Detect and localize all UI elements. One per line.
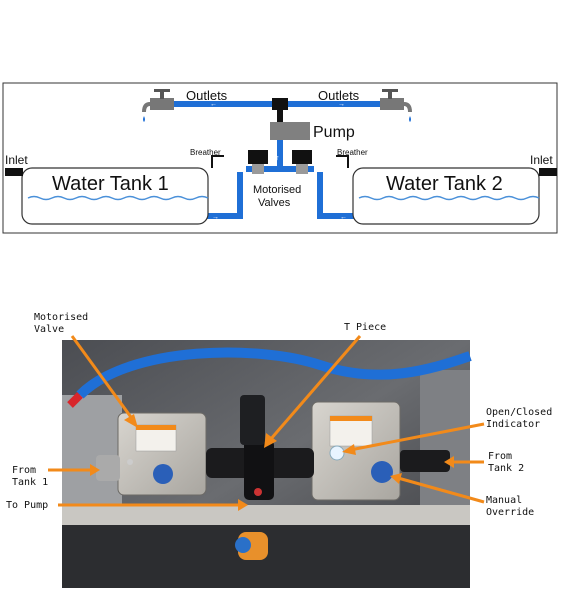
- annotation-manual-override-line2: Override: [486, 507, 534, 518]
- outlets-right-label: Outlets: [318, 88, 360, 103]
- outlets-left-label: Outlets: [186, 88, 228, 103]
- tap-left-icon: [142, 89, 174, 122]
- arrowhead-manual-override: [390, 473, 402, 484]
- top-tee-junction: [272, 98, 288, 110]
- annotation-from-tank1-line2: Tank 1: [12, 477, 48, 488]
- chassis-rail: [62, 505, 470, 525]
- open-closed-indicator-light: [329, 445, 345, 461]
- arrow-open-closed: [349, 422, 485, 452]
- annotation-open-closed-line2: Indicator: [486, 419, 540, 430]
- manual-override-knob-right: [371, 461, 393, 483]
- annotation-motorised-valve-line1: Motorised: [34, 312, 88, 323]
- arrowhead-from-tank1: [90, 464, 100, 476]
- arrow-t-piece: [268, 335, 362, 441]
- tee-stem: [277, 110, 283, 122]
- installation-photo: [62, 340, 472, 588]
- flow-arrow-right: →: [338, 101, 345, 108]
- tap-right-icon: [380, 89, 412, 122]
- left-bracket: [62, 395, 122, 505]
- annotation-open-closed-line1: Open/Closed: [486, 407, 552, 418]
- blue-cap: [235, 537, 251, 553]
- annotation-to-pump: To Pump: [6, 500, 48, 511]
- annotation-from-tank2-line2: Tank 2: [488, 463, 524, 474]
- annotation-from-tank2-line1: From: [488, 451, 512, 462]
- manual-override-knob-left: [153, 464, 173, 484]
- annotation-motorised-valve-line2: Valve: [34, 324, 64, 335]
- annotation-t-piece: T Piece: [344, 322, 386, 333]
- arrowhead-from-tank2: [444, 456, 454, 468]
- valves-label-line1: Motorised: [253, 184, 301, 196]
- breather-left-label: Breather: [190, 148, 221, 157]
- pipe-to-tank2: [317, 172, 354, 219]
- schematic-diagram: ← → Outlets Outlets Pump ↑: [2, 82, 558, 234]
- photo-annotations: Motorised Valve T Piece Open/Closed Indi…: [6, 312, 552, 518]
- pump-label: Pump: [313, 124, 355, 141]
- flow-arrow-up: ↑: [276, 155, 280, 162]
- pump-icon: [270, 122, 310, 140]
- t-piece-fitting: [206, 395, 314, 500]
- arrowhead-motorised-valve: [124, 414, 138, 428]
- arrow-motorised-valve: [70, 335, 135, 421]
- annotation-from-tank1-line1: From: [12, 465, 36, 476]
- arrow-manual-override: [397, 476, 485, 504]
- breather-left-pipe: [211, 155, 224, 168]
- right-bracket: [420, 370, 470, 505]
- arrowhead-to-pump: [238, 499, 248, 511]
- inlet-right-pipe: [539, 168, 557, 176]
- valves-label-line2: Valves: [258, 197, 291, 209]
- annotation-manual-override-line1: Manual: [486, 495, 522, 506]
- breather-right-label: Breather: [337, 148, 368, 157]
- pipe-to-tank1: [206, 172, 243, 219]
- motorised-valve-right: [311, 401, 401, 501]
- water-tank-1: Water Tank 1: [21, 167, 209, 225]
- arrow-tank1: →: [212, 214, 219, 221]
- motorised-valve-left: [117, 412, 207, 496]
- arrowhead-open-closed: [342, 444, 356, 455]
- tank-2-label: Water Tank 2: [386, 173, 503, 195]
- tank2-fitting: [400, 450, 450, 472]
- blue-hose: [76, 347, 472, 399]
- arrowhead-t-piece: [264, 433, 277, 448]
- inlet-left-label: Inlet: [5, 153, 28, 167]
- motorised-valve-right-icon: [292, 150, 312, 174]
- valve-manifold-pipe: [246, 166, 314, 172]
- inlet-right-label: Inlet: [530, 153, 553, 167]
- tank1-fitting: [96, 455, 120, 481]
- tank-1-label: Water Tank 1: [52, 173, 169, 195]
- hose-fitting-left: [67, 392, 83, 408]
- breather-right-pipe: [336, 155, 349, 168]
- water-tank-2: Water Tank 2: [352, 167, 540, 225]
- inlet-left-pipe: [5, 168, 23, 176]
- arrow-tank2: ←: [340, 214, 347, 221]
- motorised-valve-left-icon: [248, 150, 268, 174]
- flow-arrow-left: ←: [210, 101, 217, 108]
- pump-feed-pipe: [277, 140, 283, 168]
